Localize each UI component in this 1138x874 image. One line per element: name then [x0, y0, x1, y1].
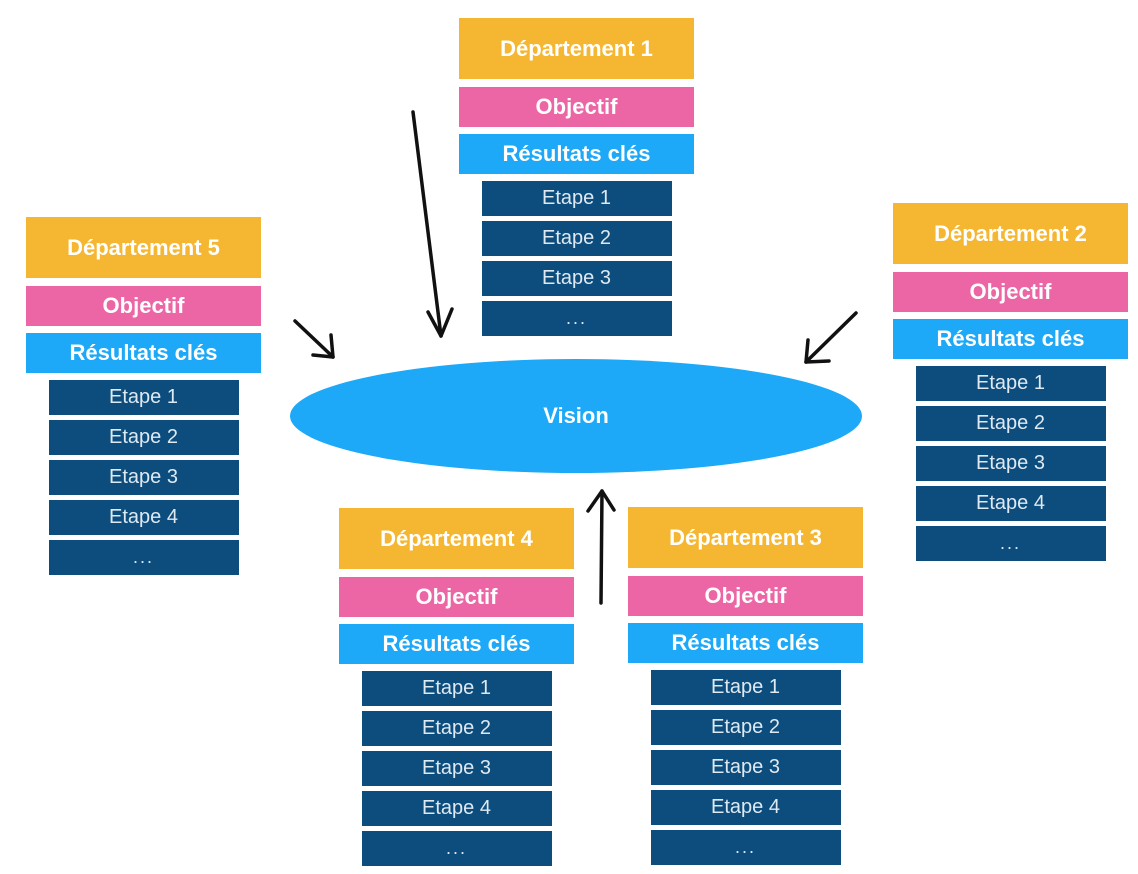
objective-box: Objectif — [459, 87, 694, 127]
department-title: Département 5 — [26, 217, 261, 278]
step-item: Etape 1 — [915, 366, 1106, 401]
step-item: Etape 2 — [915, 406, 1106, 441]
step-item: Etape 2 — [48, 420, 239, 455]
steps-list: Etape 1 Etape 2 Etape 3 Etape 4 ... — [650, 670, 841, 865]
arrow-from-department-1 — [411, 110, 454, 338]
step-item: Etape 4 — [650, 790, 841, 825]
objective-box: Objectif — [339, 577, 574, 617]
step-item-more: ... — [48, 540, 239, 575]
steps-list: Etape 1 Etape 2 Etape 3 Etape 4 ... — [361, 671, 552, 866]
step-item: Etape 4 — [48, 500, 239, 535]
step-item: Etape 3 — [48, 460, 239, 495]
steps-list: Etape 1 Etape 2 Etape 3 Etape 4 ... — [915, 366, 1106, 561]
department-card-4: Département 4 Objectif Résultats clés Et… — [339, 508, 574, 871]
step-item: Etape 1 — [650, 670, 841, 705]
step-item: Etape 2 — [481, 221, 672, 256]
key-results-box: Résultats clés — [459, 134, 694, 174]
department-title: Département 1 — [459, 18, 694, 79]
step-item-more: ... — [361, 831, 552, 866]
step-item: Etape 2 — [650, 710, 841, 745]
key-results-box: Résultats clés — [26, 333, 261, 373]
step-item: Etape 3 — [915, 446, 1106, 481]
department-card-3: Département 3 Objectif Résultats clés Et… — [628, 507, 863, 870]
key-results-box: Résultats clés — [339, 624, 574, 664]
vision-label: Vision — [543, 403, 609, 428]
department-title: Département 4 — [339, 508, 574, 569]
steps-list: Etape 1 Etape 2 Etape 3 Etape 4 ... — [48, 380, 239, 575]
department-card-2: Département 2 Objectif Résultats clés Et… — [893, 203, 1128, 566]
department-title: Département 3 — [628, 507, 863, 568]
key-results-box: Résultats clés — [628, 623, 863, 663]
step-item: Etape 3 — [361, 751, 552, 786]
objective-box: Objectif — [26, 286, 261, 326]
objective-box: Objectif — [628, 576, 863, 616]
step-item: Etape 4 — [915, 486, 1106, 521]
step-item-more: ... — [650, 830, 841, 865]
department-title: Département 2 — [893, 203, 1128, 264]
arrow-from-below — [586, 489, 616, 605]
vision-ellipse: Vision — [290, 359, 862, 473]
step-item-more: ... — [915, 526, 1106, 561]
steps-list: Etape 1 Etape 2 Etape 3 ... — [481, 181, 672, 336]
step-item: Etape 1 — [481, 181, 672, 216]
step-item: Etape 3 — [650, 750, 841, 785]
step-item-more: ... — [481, 301, 672, 336]
department-card-5: Département 5 Objectif Résultats clés Et… — [26, 217, 261, 580]
arrow-from-department-2 — [804, 311, 858, 364]
objective-box: Objectif — [893, 272, 1128, 312]
key-results-box: Résultats clés — [893, 319, 1128, 359]
department-card-1: Département 1 Objectif Résultats clés Et… — [459, 18, 694, 341]
step-item: Etape 3 — [481, 261, 672, 296]
step-item: Etape 1 — [48, 380, 239, 415]
arrow-from-department-5 — [293, 319, 335, 359]
step-item: Etape 4 — [361, 791, 552, 826]
step-item: Etape 2 — [361, 711, 552, 746]
step-item: Etape 1 — [361, 671, 552, 706]
